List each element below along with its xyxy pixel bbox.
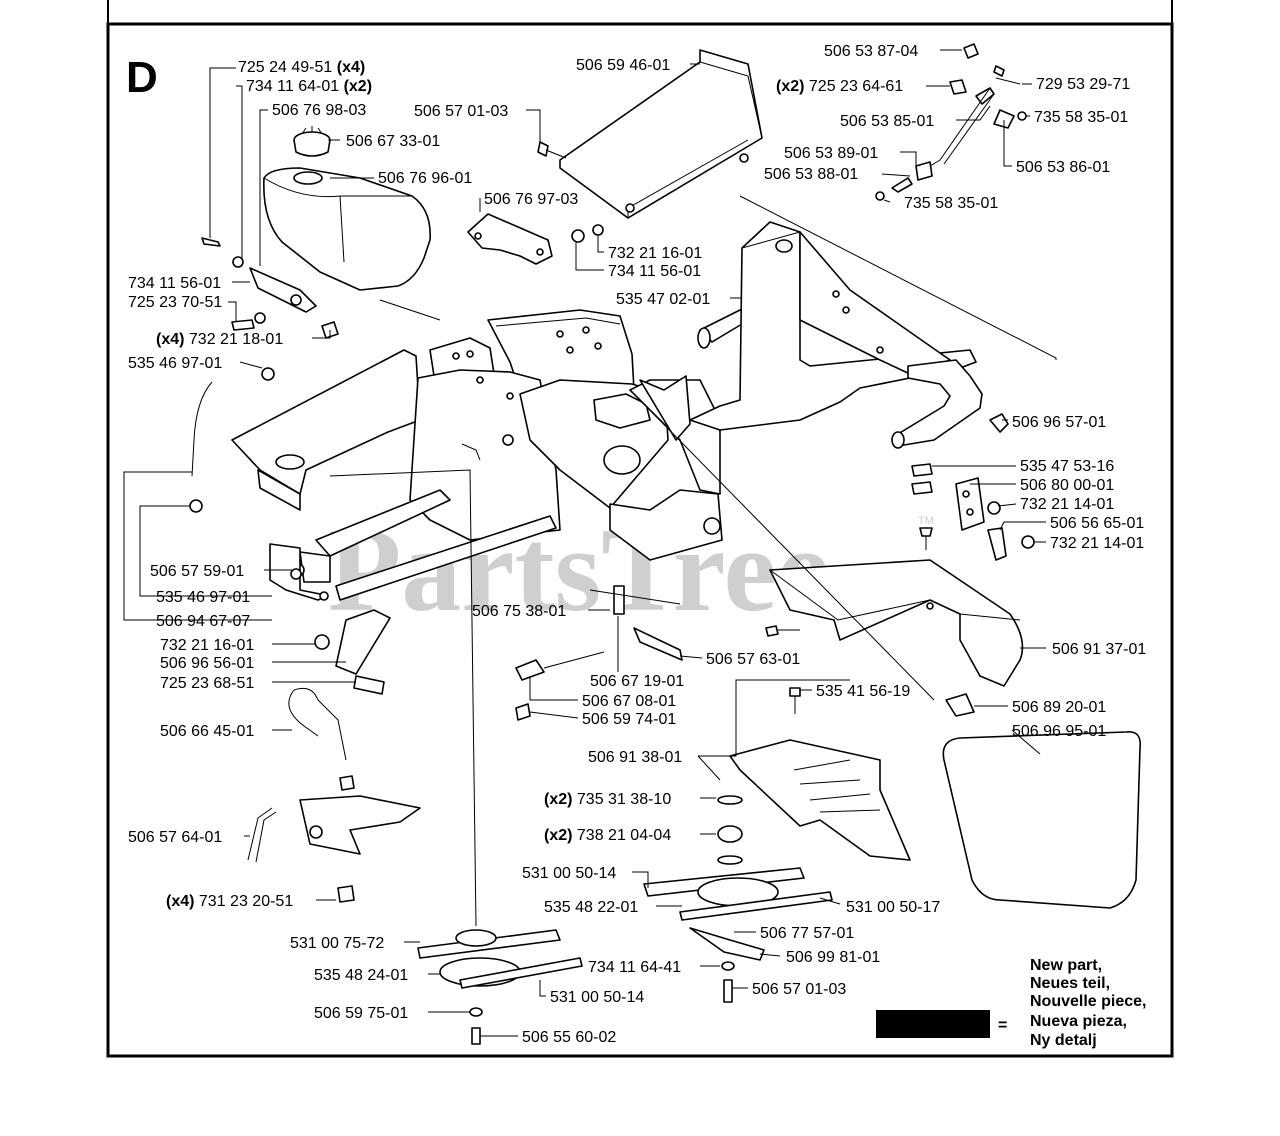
label-p10: 734 11 56-01 [608,263,701,280]
main-frame-drawing [231,309,753,601]
label-p15: 506 53 85-01 [840,113,934,130]
label-p43: 535 41 56-19 [816,683,910,700]
fuel-tank-drawing [263,126,431,291]
label-p7: 506 57 01-03 [414,103,508,120]
label-p51: 531 00 50-14 [522,865,616,882]
legend-equals: = [998,1017,1007,1034]
label-p35: 732 21 16-01 [160,637,254,654]
label-p1: 725 24 49-51 (x4) [238,59,365,76]
watermark-tm: TM [918,515,934,527]
bolt-top-drawing [537,141,567,159]
label-p39: 506 91 37-01 [1052,641,1146,658]
label-p44: 506 89 20-01 [1012,699,1106,716]
label-p4: 506 67 33-01 [346,133,440,150]
legend-line-2: Neues teil, [1030,975,1110,992]
bracket-drawing [467,213,604,265]
left-pulley-drawing [417,929,583,1045]
label-p6: 506 59 46-01 [576,57,670,74]
legend-line-4: Nueva pieza, [1030,1013,1127,1030]
label-p41: 506 67 08-01 [582,693,676,710]
label-p42: 506 59 74-01 [582,711,676,728]
label-p26: 535 47 53-16 [1020,458,1114,475]
label-p16: 735 58 35-01 [1034,109,1128,126]
label-p45: 506 66 45-01 [160,723,254,740]
floor-plate-drawing [559,49,763,219]
tank-strap-drawing [201,237,339,339]
label-p63: 506 55 60-02 [522,1029,616,1046]
label-p47: 506 91 38-01 [588,749,682,766]
label-p54: 531 00 50-17 [846,899,940,916]
leader-lines [123,49,1057,1037]
label-p14: 729 53 29-71 [1036,76,1130,93]
label-p52: (x4) 731 23 20-51 [166,893,293,910]
label-p59: 734 11 64-41 [588,959,681,976]
label-p23: (x4) 732 21 18-01 [156,331,283,348]
spring-assembly-drawing [515,585,683,721]
label-p37: 725 23 68-51 [160,675,254,692]
label-p25: 506 96 57-01 [1012,414,1106,431]
label-p24: 535 46 97-01 [128,355,222,372]
brake-pedal-drawing [875,43,1027,201]
label-p53: 535 48 22-01 [544,899,638,916]
label-p55: 531 00 75-72 [290,935,384,952]
label-p60: 506 57 01-03 [752,981,846,998]
label-p20: 735 58 35-01 [904,195,998,212]
label-p40: 506 67 19-01 [590,673,684,690]
label-p9: 732 21 16-01 [608,245,702,262]
label-p58: 535 48 24-01 [314,967,408,984]
label-p38: 506 57 63-01 [706,651,800,668]
label-p22: 725 23 70-51 [128,294,222,311]
label-p48: (x2) 735 31 38-10 [544,791,671,808]
label-p62: 506 59 75-01 [314,1005,408,1022]
label-p46: 506 96 95-01 [1012,723,1106,740]
label-p11: 535 47 02-01 [616,291,710,308]
label-p17: 506 53 89-01 [784,145,878,162]
label-p32: 535 46 97-01 [156,589,250,606]
part-labels: 725 24 49-51 (x4) 734 11 64-01 (x2) 506 … [128,43,1146,1046]
legend-line-5: Ny detalj [1030,1032,1097,1049]
label-p36: 506 96 56-01 [160,655,254,672]
legend-swatch [876,1010,990,1038]
label-p31: 506 57 59-01 [150,563,244,580]
label-p12: 506 53 87-04 [824,43,918,60]
label-p13: (x2) 725 23 64-61 [776,78,903,95]
label-p8: 506 76 97-03 [484,191,578,208]
side-cover-drawing [942,693,1142,909]
right-pulley-drawing [643,795,833,1003]
label-p2: 734 11 64-01 (x2) [246,78,372,95]
label-p18: 506 53 88-01 [764,166,858,183]
label-p34: 506 75 38-01 [472,603,566,620]
blade-housing-drawing [729,687,911,861]
label-p57: 506 99 81-01 [786,949,880,966]
label-p56: 506 77 57-01 [760,925,854,942]
label-p49: 506 57 64-01 [128,829,222,846]
legend-line-3: Nouvelle piece, [1030,993,1147,1010]
fuel-line-drawing [189,367,275,513]
rear-frame-drawing [689,221,1009,449]
label-p21: 734 11 56-01 [128,275,221,292]
label-p5: 506 76 96-01 [378,170,472,187]
label-p28: 732 21 14-01 [1020,496,1114,513]
left-bracket-drawing [247,609,421,903]
label-p27: 506 80 00-01 [1020,477,1114,494]
legend: = New part, Neues teil, Nouvelle piece, … [876,957,1147,1049]
section-letter: D [126,53,158,102]
label-p33: 506 94 67-07 [156,613,250,630]
diagram-frame [106,0,1174,1058]
label-p29: 506 56 65-01 [1050,515,1144,532]
label-p61: 531 00 50-14 [550,989,644,1006]
label-p30: 732 21 14-01 [1050,535,1144,552]
label-p3: 506 76 98-03 [272,102,366,119]
label-p50: (x2) 738 21 04-04 [544,827,671,844]
small-brackets-drawing [911,463,1035,561]
legend-line-1: New part, [1030,957,1102,974]
label-p19: 506 53 86-01 [1016,159,1110,176]
belt-guard-drawing [765,527,1024,687]
